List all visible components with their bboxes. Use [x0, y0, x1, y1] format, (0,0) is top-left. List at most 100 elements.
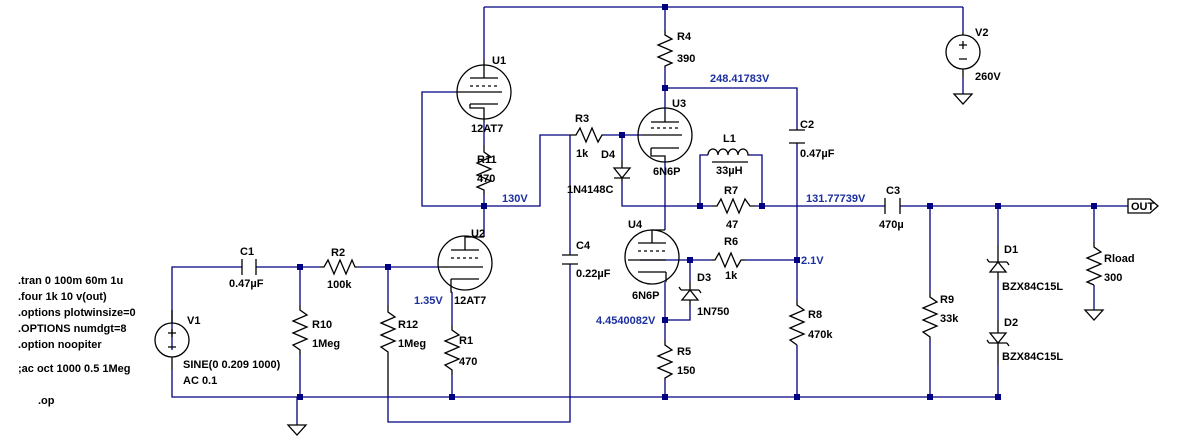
rload-ref: Rload [1104, 253, 1135, 265]
inductor-l1 [707, 148, 750, 163]
junction-dots [297, 4, 1097, 400]
r12-ref: R12 [398, 319, 418, 331]
r3-value: 1k [576, 148, 589, 160]
r3-ref: R3 [575, 113, 589, 125]
d1-ref: D1 [1004, 244, 1018, 256]
r5-ref: R5 [677, 346, 691, 358]
node-voltage-4-45: 4.4540082V [596, 315, 656, 327]
d3-ref: D3 [697, 272, 711, 284]
directive-op: .op [38, 395, 55, 407]
r4-ref: R4 [677, 31, 692, 43]
tube-u4 [624, 229, 680, 285]
c2-ref: C2 [800, 119, 814, 131]
resistor-r11 [475, 145, 493, 195]
v2-ref: V2 [975, 27, 988, 39]
r2-ref: R2 [331, 247, 345, 259]
resistor-r3 [570, 126, 604, 144]
resistor-r1 [443, 325, 461, 375]
u2-model: 12AT7 [454, 295, 486, 307]
spice-directives: .tran 0 100m 60m 1u .four 1k 10 v(out) .… [18, 275, 136, 407]
zener-d1 [986, 245, 1010, 280]
u4-ref: U4 [628, 219, 643, 231]
ground-main [286, 424, 308, 436]
wires [171, 6, 1128, 425]
r9-ref: R9 [940, 294, 954, 306]
v1-value: SINE(0 0.209 1000) [183, 359, 281, 371]
r8-value: 470k [808, 329, 833, 341]
component-labels: U1 12AT7 U2 12AT7 U3 6N6P U4 6N6P R4 390… [183, 27, 1135, 387]
capacitor-c2 [789, 129, 805, 144]
r11-value: 470 [477, 173, 495, 185]
r1-value: 470 [459, 356, 477, 368]
c4-value: 0.22µF [576, 268, 611, 280]
u1-model: 12AT7 [471, 123, 503, 135]
l1-value: 33µH [716, 165, 743, 177]
u3-ref: U3 [672, 98, 686, 110]
u4-model: 6N6P [632, 290, 660, 302]
r4-value: 390 [677, 53, 695, 65]
resistor-r8 [788, 300, 806, 346]
r6-value: 1k [725, 270, 738, 282]
capacitor-c4 [562, 254, 578, 265]
u1-ref: U1 [492, 55, 506, 67]
c3-value: 470µ [879, 219, 904, 231]
voltage-source-v2 [945, 32, 981, 77]
directive-tran: .tran 0 100m 60m 1u [18, 275, 123, 287]
d4-ref: D4 [601, 149, 616, 161]
c4-ref: C4 [576, 240, 591, 252]
r10-value: 1Meg [312, 338, 340, 350]
out-port: OUT [1127, 198, 1159, 214]
r2-value: 100k [327, 279, 352, 291]
v2-value: 260V [975, 71, 1001, 83]
c2-value: 0.47µF [800, 148, 835, 160]
directive-noopiter: .option noopiter [18, 339, 102, 351]
resistor-r10 [291, 305, 309, 355]
u2-ref: U2 [471, 228, 485, 240]
zener-d3 [678, 282, 702, 305]
tube-u2 [437, 235, 493, 293]
u3-model: 6N6P [653, 166, 681, 178]
resistor-r6 [712, 251, 745, 269]
v1-ac: AC 0.1 [183, 375, 217, 387]
c1-ref: C1 [240, 246, 254, 258]
c3-ref: C3 [886, 185, 900, 197]
node-voltage-131: 131.77739V [806, 193, 866, 205]
node-voltage-248: 248.41783V [710, 73, 770, 85]
c1-value: 0.47µF [229, 278, 264, 290]
tube-u3 [637, 107, 693, 163]
r5-value: 150 [677, 365, 695, 377]
capacitor-c1 [241, 259, 257, 275]
r7-ref: R7 [724, 185, 738, 197]
node-voltage-2-1: 2.1V [801, 255, 824, 267]
d2-ref: D2 [1004, 317, 1018, 329]
r8-ref: R8 [808, 309, 822, 321]
tube-u1 [456, 60, 512, 122]
voltage-source-v1 [154, 310, 190, 370]
resistor-r12 [379, 305, 397, 395]
d2-value: BZX84C15L [1002, 351, 1063, 363]
node-voltages: 248.41783V 131.77739V 130V 1.35V 2.1V 4.… [414, 73, 866, 327]
capacitor-c3 [884, 198, 901, 214]
node-voltage-1-35: 1.35V [414, 295, 443, 307]
resistor-rload [1085, 242, 1103, 286]
d1-value: BZX84C15L [1002, 281, 1063, 293]
out-port-label: OUT [1131, 201, 1155, 213]
r7-value: 47 [726, 219, 738, 231]
d4-value: 1N4148C [567, 184, 614, 196]
directive-ac-comment: ;ac oct 1000 0.5 1Meg [18, 363, 131, 375]
r10-ref: R10 [312, 319, 332, 331]
r12-value: 1Meg [398, 338, 426, 350]
r11-ref: R11 [477, 154, 497, 166]
directive-numdgt: .OPTIONS numdgt=8 [18, 323, 126, 335]
rload-value: 300 [1104, 272, 1122, 284]
node-voltage-130: 130V [502, 193, 528, 205]
resistor-r5 [656, 340, 674, 380]
resistor-r7 [712, 197, 755, 215]
r6-ref: R6 [724, 236, 738, 248]
ground-v2 [952, 93, 974, 105]
resistor-r9 [921, 292, 939, 340]
resistor-r2 [320, 258, 357, 276]
d3-value: 1N750 [697, 306, 729, 318]
directive-plotwinsize: .options plotwinsize=0 [18, 307, 136, 319]
